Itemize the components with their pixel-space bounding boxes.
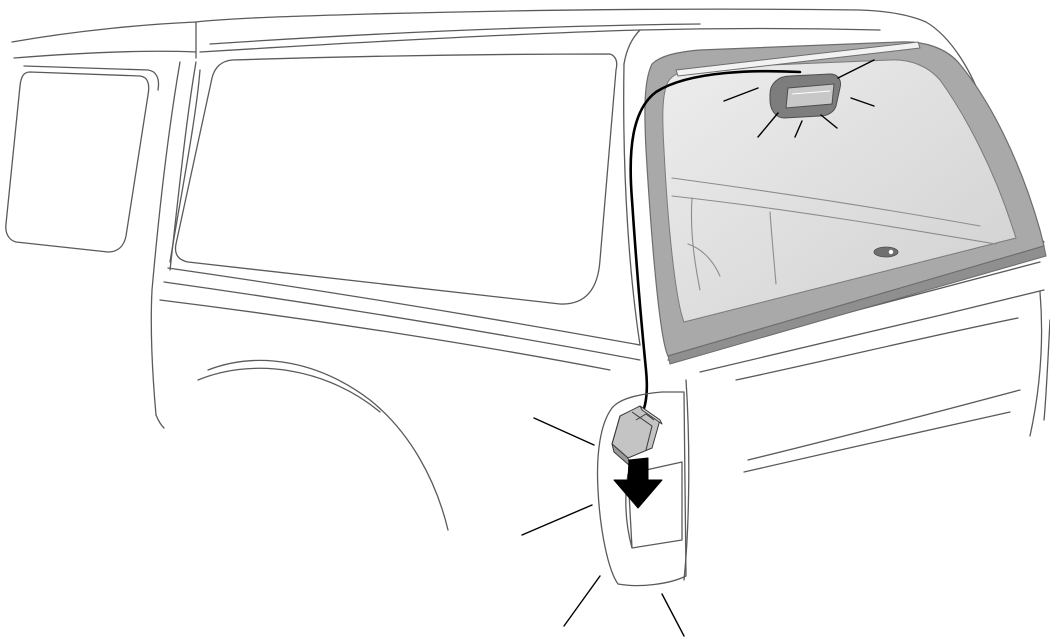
shell-side-window — [176, 54, 617, 304]
truck-bed — [156, 262, 1050, 580]
cab — [6, 22, 196, 415]
cab-window — [6, 72, 149, 252]
tail-light-rays — [522, 418, 684, 636]
lock-icon — [874, 247, 898, 257]
rear-window — [645, 42, 1046, 364]
down-arrow — [614, 458, 662, 508]
connector-plug — [612, 406, 662, 466]
third-brake-light — [770, 74, 841, 118]
